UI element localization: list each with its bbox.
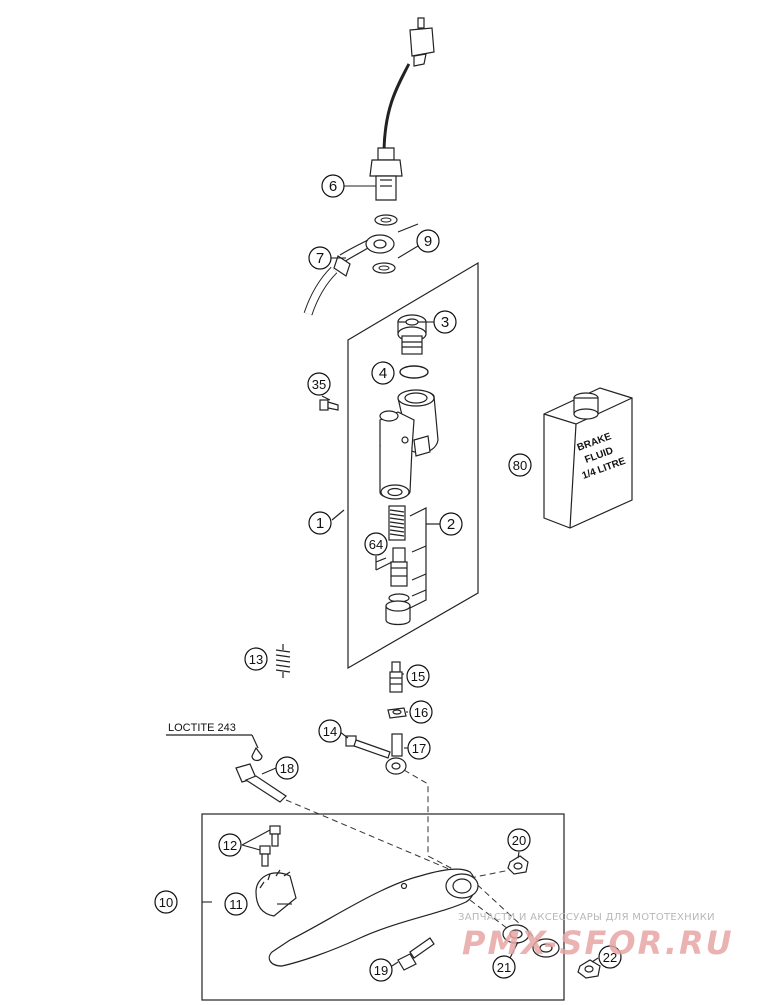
callout-9: 9	[416, 229, 440, 253]
callout-64: 64	[364, 532, 388, 556]
svg-text:19: 19	[374, 963, 388, 978]
return-spring	[275, 644, 291, 678]
callout-14: 14	[318, 719, 342, 743]
pedal-bearings	[502, 924, 560, 958]
svg-text:11: 11	[229, 897, 243, 912]
clevis	[385, 733, 407, 775]
svg-text:4: 4	[379, 365, 387, 382]
svg-text:17: 17	[412, 741, 426, 756]
callout-11: 11	[224, 892, 248, 916]
loctite-label: LOCTITE 243	[168, 722, 236, 734]
callout-22: 22	[598, 945, 622, 969]
brake-light-switch	[369, 17, 435, 201]
brake-pedal	[268, 868, 479, 967]
callout-12: 12	[218, 833, 242, 857]
pedal-nut	[507, 855, 529, 875]
callout-4: 4	[371, 361, 395, 385]
callout-15: 15	[406, 664, 430, 688]
piston	[385, 547, 411, 626]
callout-80: 80	[508, 453, 532, 477]
master-cylinder-body	[379, 389, 439, 500]
o-ring	[399, 365, 429, 379]
callout-2: 2	[439, 512, 463, 536]
svg-text:21: 21	[497, 960, 511, 975]
callout-19: 19	[369, 958, 393, 982]
svg-text:80: 80	[513, 458, 527, 473]
svg-text:16: 16	[414, 705, 428, 720]
callout-18: 18	[275, 756, 299, 780]
callout-10: 10	[154, 890, 178, 914]
brake-fluid-bottle	[543, 387, 633, 529]
callout-6: 6	[321, 174, 345, 198]
pedal-tip-bolts	[259, 825, 281, 867]
callout-21: 21	[492, 955, 516, 979]
pedal-step-plate	[255, 869, 297, 917]
svg-text:3: 3	[441, 314, 449, 331]
piston-spring	[388, 505, 406, 541]
svg-text:6: 6	[329, 178, 337, 195]
svg-text:10: 10	[159, 895, 173, 910]
svg-text:20: 20	[512, 833, 526, 848]
bleed-screw	[319, 399, 339, 411]
svg-text:12: 12	[223, 838, 237, 853]
brake-pedal-frame	[201, 813, 565, 1001]
callout-1: 1	[308, 511, 332, 535]
callout-7: 7	[308, 246, 332, 270]
callout-20: 20	[507, 828, 531, 852]
axle-nut	[577, 959, 601, 979]
svg-text:2: 2	[447, 516, 455, 533]
watermark-logo: PMX-SFOR.RU	[462, 924, 734, 962]
svg-text:14: 14	[323, 724, 337, 739]
svg-text:13: 13	[249, 652, 263, 667]
master-cylinder-frame	[347, 261, 479, 670]
pedal-bolt	[397, 937, 435, 971]
push-rod	[389, 661, 403, 693]
callout-16: 16	[409, 700, 433, 724]
callout-35: 35	[307, 372, 331, 396]
reservoir-cap	[397, 314, 427, 355]
brake-hose	[303, 234, 395, 316]
svg-text:64: 64	[369, 537, 383, 552]
svg-text:7: 7	[316, 250, 324, 267]
svg-text:18: 18	[280, 761, 294, 776]
svg-text:9: 9	[424, 233, 432, 250]
lock-nut	[387, 707, 407, 719]
svg-text:1: 1	[316, 515, 324, 532]
svg-text:22: 22	[603, 950, 617, 965]
callout-17: 17	[407, 736, 431, 760]
svg-text:35: 35	[312, 377, 326, 392]
clevis-pin	[345, 735, 391, 759]
svg-text:15: 15	[411, 669, 425, 684]
callout-13: 13	[244, 647, 268, 671]
pivot-bolt	[235, 763, 287, 803]
callout-3: 3	[433, 310, 457, 334]
watermark-caption: ЗАПЧАСТИ И АКСЕССУАРЫ ДЛЯ МОТОТЕХНИКИ	[458, 912, 715, 923]
